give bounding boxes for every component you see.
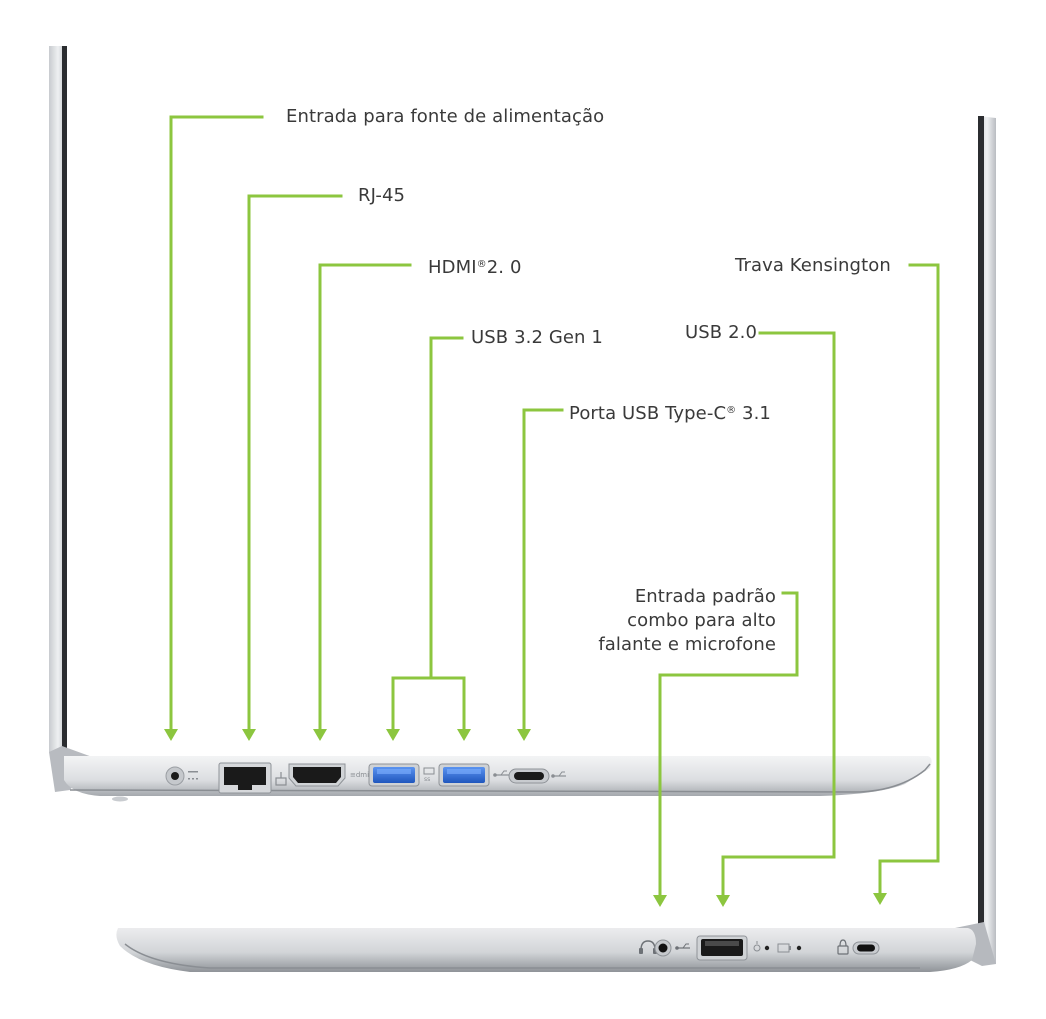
status-indicators	[753, 941, 802, 953]
label-audio-combo: Entrada padrão combo para alto falante e…	[598, 586, 776, 655]
usb-symbol-icon	[675, 943, 690, 950]
callout-usb20	[721, 331, 836, 898]
laptop-left-side: ≡dmi ss	[49, 46, 932, 802]
label-rj45: RJ-45	[358, 185, 406, 206]
usb-c-port-icon	[551, 771, 566, 778]
callout-arrowheads	[164, 729, 887, 907]
usb-a-port-2[interactable]	[438, 763, 509, 787]
ethernet-port[interactable]	[218, 762, 287, 794]
base-body	[64, 756, 932, 796]
hdmi-port[interactable]: ≡dmi	[288, 763, 369, 787]
lock-icon	[837, 939, 849, 955]
callout-usbc	[522, 408, 564, 732]
power-jack[interactable]	[165, 766, 198, 786]
label-usb20: USB 2.0	[685, 322, 757, 343]
label-usbc-text: Porta USB Type-C	[569, 403, 727, 424]
battery-led	[796, 945, 802, 951]
label-hdmi: HDMI®2. 0	[428, 253, 522, 280]
usb-2-port[interactable]	[696, 935, 748, 961]
kensington-slot[interactable]	[837, 939, 880, 955]
callout-power	[169, 115, 264, 732]
label-hdmi-text: HDMI	[428, 257, 477, 278]
label-kensington: Trava Kensington	[735, 255, 891, 276]
battery-indicator-icon	[777, 943, 791, 953]
callout-hdmi	[318, 263, 412, 732]
usb-a-port-1[interactable]: ss	[368, 763, 435, 787]
power-indicator-icon	[753, 941, 761, 952]
hdmi-port-icon: ≡dmi	[350, 771, 369, 779]
usb-c-port[interactable]	[508, 768, 566, 784]
rubber-foot	[112, 796, 128, 802]
label-hdmi-version: 2. 0	[486, 257, 522, 278]
label-usbc-reg: ®	[726, 405, 737, 416]
lid-bezel	[62, 46, 67, 750]
label-power-input: Entrada para fonte de alimentação	[286, 106, 605, 127]
callout-kensington	[878, 263, 940, 896]
callout-usb32	[429, 336, 464, 680]
label-usbc-version: 3.1	[736, 403, 771, 424]
callout-lines	[169, 115, 940, 898]
ethernet-port-icon	[275, 772, 287, 786]
label-hdmi-reg: ®	[476, 259, 487, 270]
power-led	[764, 945, 770, 951]
label-usbc: Porta USB Type-C® 3.1	[569, 399, 771, 426]
usb-symbol-icon	[493, 770, 509, 777]
label-usb32: USB 3.2 Gen 1	[471, 327, 603, 348]
lid-bezel-right	[978, 116, 984, 952]
usb-a-port-icon: ss	[423, 767, 435, 783]
callout-audio	[658, 591, 799, 898]
base-body-right	[116, 928, 976, 972]
dc-power-jack-icon	[188, 771, 198, 780]
kensington-lock-slot-icon	[857, 944, 875, 952]
laptop-right-side	[116, 116, 996, 972]
audio-jack[interactable]	[639, 939, 690, 957]
callout-rj45	[247, 194, 343, 732]
svg-text:ss: ss	[424, 776, 430, 783]
